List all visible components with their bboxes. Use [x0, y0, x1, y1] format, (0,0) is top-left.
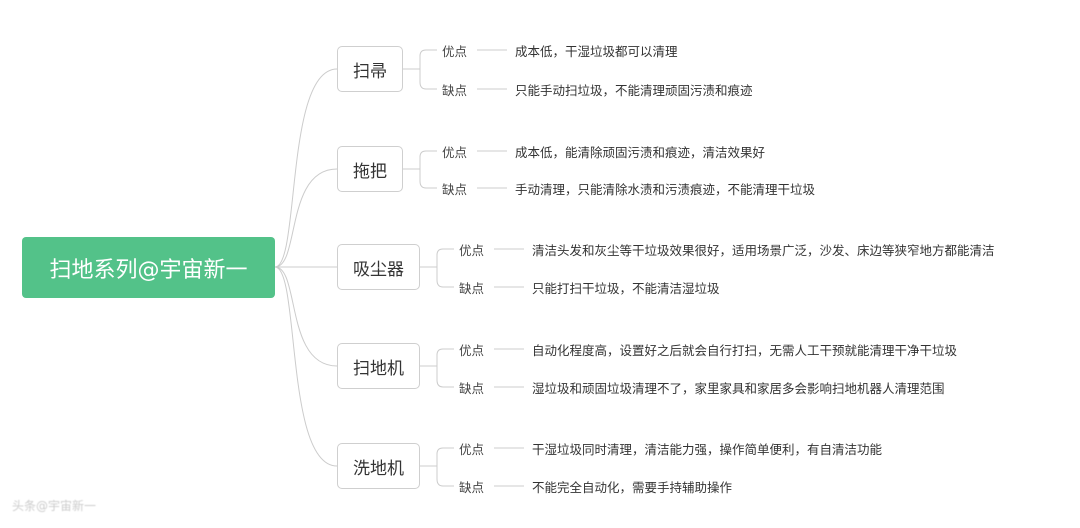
leaf-connector	[477, 150, 507, 189]
cons-label[interactable]: 缺点	[442, 83, 468, 98]
cons-text[interactable]: 只能手动扫垃圾，不能清理顽固污渍和痕迹	[515, 83, 753, 98]
cons-text[interactable]: 手动清理，只能清除水渍和污渍痕迹，不能清理干垃圾	[515, 182, 816, 197]
pros-label[interactable]: 优点	[442, 145, 468, 160]
root-connector	[274, 266, 338, 467]
cons-label[interactable]: 缺点	[459, 281, 485, 296]
root-connector	[274, 168, 338, 268]
cons-text[interactable]: 只能打扫干垃圾，不能清洁湿垃圾	[532, 281, 720, 296]
branch-connector	[403, 49, 437, 90]
leaf-connector	[477, 49, 507, 90]
branch-node-mop[interactable]: 拖把	[337, 146, 403, 192]
watermark: 头条@宇宙新一	[12, 499, 97, 513]
pros-label[interactable]: 优点	[459, 243, 485, 258]
leaf-connector	[494, 348, 524, 388]
cons-label[interactable]: 缺点	[459, 480, 485, 495]
branch-node-robot-vacuum[interactable]: 扫地机	[337, 343, 420, 389]
branch-node-broom[interactable]: 扫帚	[337, 46, 403, 92]
root-connector	[274, 68, 338, 268]
pros-text[interactable]: 干湿垃圾同时清理，清洁能力强，操作简单便利，有自清洁功能	[532, 442, 883, 457]
pros-label[interactable]: 优点	[459, 343, 485, 358]
pros-text[interactable]: 成本低，干湿垃圾都可以清理	[515, 44, 678, 59]
leaf-connector	[494, 447, 524, 487]
root-connector	[274, 266, 338, 367]
branch-connector	[420, 447, 454, 487]
cons-label[interactable]: 缺点	[459, 381, 485, 396]
cons-text[interactable]: 不能完全自动化，需要手持辅助操作	[532, 480, 733, 495]
pros-label[interactable]: 优点	[459, 442, 485, 457]
pros-label[interactable]: 优点	[442, 44, 468, 59]
pros-text[interactable]: 清洁头发和灰尘等干垃圾效果很好，适用场景广泛，沙发、床边等狭窄地方都能清洁	[532, 243, 995, 258]
branch-connector	[420, 348, 454, 388]
branch-connector	[420, 248, 454, 288]
cons-text[interactable]: 湿垃圾和顽固垃圾清理不了，家里家具和家居多会影响扫地机器人清理范围	[532, 381, 945, 396]
branch-node-floor-washer[interactable]: 洗地机	[337, 443, 420, 489]
branch-connector	[403, 150, 437, 189]
cons-label[interactable]: 缺点	[442, 182, 468, 197]
branch-node-vacuum[interactable]: 吸尘器	[337, 244, 420, 290]
pros-text[interactable]: 成本低，能清除顽固污渍和痕迹，清洁效果好	[515, 145, 766, 160]
pros-text[interactable]: 自动化程度高，设置好之后就会自行打扫，无需人工干预就能清理干净干垃圾	[532, 343, 958, 358]
leaf-connector	[494, 248, 524, 288]
root-node[interactable]: 扫地系列@宇宙新一	[22, 237, 275, 298]
